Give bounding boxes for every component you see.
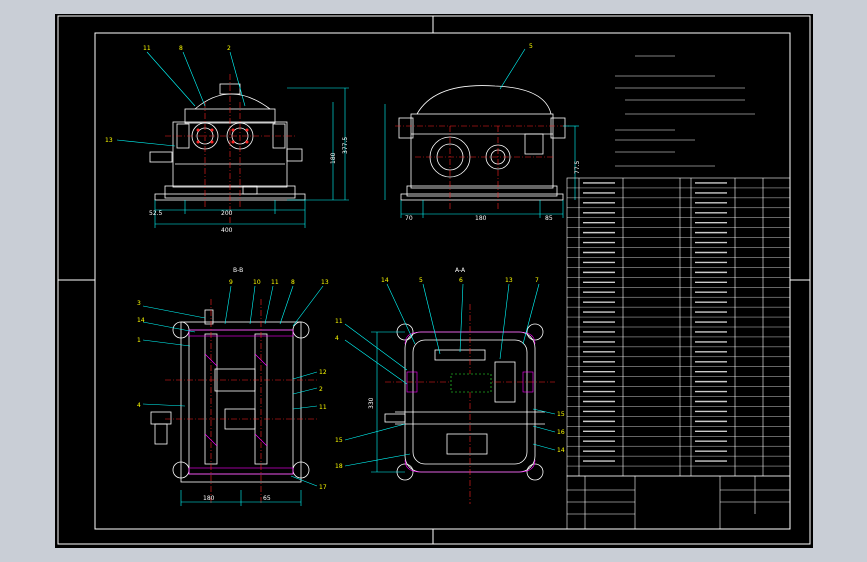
drawing-canvas: 11 8 2 13 400 200 52.5 377.5 180 5 70 18… [57,15,811,545]
section-b-part-label: 14 [137,317,145,324]
section-a-part-label: 15 [335,437,343,444]
section-a-view [384,323,545,481]
front-view-dimensions [154,87,349,228]
section-b-part-label: 13 [321,279,329,286]
section-a-part-label: 11 [335,318,343,325]
section-b-dim-1: 180 [203,495,215,502]
section-b-part-label: 8 [291,279,295,286]
section-b-centerlines [165,299,317,504]
section-b-dimensions [180,490,302,506]
section-a-part-label: 6 [459,277,463,284]
section-a-part-label: 7 [535,277,539,284]
section-a-part-label: 14 [557,447,565,454]
front-view-leaders [116,51,246,147]
side-dim-left: 70 [405,215,413,222]
section-a-part-label: 15 [557,411,565,418]
section-b-part-label: 10 [253,279,261,286]
section-a-dimensions [371,331,405,473]
front-dim-height: 377.5 [342,137,349,154]
section-a-part-label: 14 [381,277,389,284]
section-b-part-label: 17 [319,484,327,491]
front-part-label: 2 [227,45,231,52]
front-view-bolts [196,128,249,144]
front-part-label: 8 [179,45,183,52]
section-b-part-label: 3 [137,300,141,307]
side-view-centerlines [395,125,570,209]
inner-frame [94,32,791,530]
section-b-part-label: 11 [319,404,327,411]
side-part-label: 5 [529,43,533,50]
side-view-dimensions [384,104,579,218]
section-b-part-label: 9 [229,279,233,286]
front-dim-left: 52.5 [149,210,163,217]
section-b-part-label: 11 [271,279,279,286]
section-b-part-label: 2 [319,386,323,393]
section-b-part-label: 1 [137,337,141,344]
section-a-part-label: 18 [335,463,343,470]
side-view [398,85,566,201]
side-dim-mid: 180 [475,215,487,222]
side-leader [499,48,526,90]
front-part-label: 13 [105,137,113,144]
side-dim-height: 77.5 [574,160,581,174]
section-b-label: B-B [233,267,243,274]
section-a-hidden [450,373,492,393]
parts-list-rows [567,182,790,467]
front-view [149,83,306,201]
section-a-part-label: 4 [335,335,339,342]
section-a-part-label: 16 [557,429,565,436]
section-b-part-label: 12 [319,369,327,376]
title-block [566,475,791,530]
section-a-dim-height: 330 [368,397,375,409]
front-part-label: 11 [143,45,151,52]
outer-frame [57,15,811,545]
section-a-part-label: 5 [419,277,423,284]
section-b-dim-2: 65 [263,495,271,502]
front-dim-h2: 180 [330,152,337,164]
section-a-label: A-A [455,267,466,274]
side-dim-right: 85 [545,215,553,222]
front-dim-mid: 200 [221,210,233,217]
front-view-centerlines [165,74,295,224]
technical-notes [615,55,755,167]
section-a-leaders [344,283,556,467]
section-a-part-label: 13 [505,277,513,284]
cad-viewport[interactable]: 11 8 2 13 400 200 52.5 377.5 180 5 70 18… [55,14,813,548]
section-b-leaders [142,285,324,487]
section-b-part-label: 4 [137,402,141,409]
front-dim-overall: 400 [221,227,233,234]
